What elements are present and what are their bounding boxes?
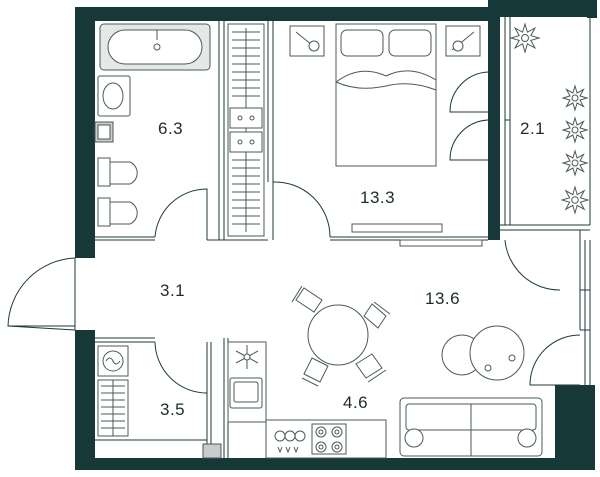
bedroom-door bbox=[272, 181, 331, 238]
plant-icon bbox=[560, 185, 590, 215]
laundry-area: 3.5 bbox=[160, 400, 185, 419]
exterior-walls bbox=[75, 0, 597, 470]
wardrobe bbox=[227, 23, 265, 237]
bathroom-fixtures bbox=[94, 23, 211, 227]
hallway-area: 3.1 bbox=[160, 281, 185, 300]
area-labels: 6.3 13.3 2.1 3.1 13.6 3.5 4.6 bbox=[158, 119, 545, 419]
dishes-icon bbox=[274, 430, 306, 454]
bathroom-door bbox=[154, 188, 208, 240]
bidet bbox=[97, 197, 111, 227]
laundry-door bbox=[154, 341, 208, 394]
bedroom-furniture bbox=[289, 23, 481, 233]
cooktop bbox=[311, 423, 347, 455]
toilet bbox=[97, 157, 111, 187]
tv-stand bbox=[399, 239, 483, 247]
plant-icon bbox=[561, 116, 589, 144]
plant-icon bbox=[509, 22, 541, 54]
dining-chair bbox=[291, 285, 323, 313]
kitchen-fixtures bbox=[227, 341, 387, 459]
balcony-plants bbox=[509, 22, 590, 215]
plant-icon bbox=[561, 84, 589, 112]
living-room-furniture bbox=[291, 239, 543, 457]
bedroom-area: 13.3 bbox=[360, 188, 395, 207]
bathroom-area: 6.3 bbox=[158, 119, 183, 138]
living-room-area: 13.6 bbox=[425, 289, 460, 308]
tv-shelf bbox=[351, 223, 443, 233]
living-balcony-door bbox=[504, 239, 561, 291]
plant-icon bbox=[561, 149, 589, 177]
kitchen-area: 4.6 bbox=[343, 393, 368, 412]
coffee-table-large bbox=[469, 325, 525, 381]
dining-chair bbox=[301, 357, 329, 387]
laundry-fixtures bbox=[95, 345, 222, 459]
doors bbox=[7, 71, 581, 394]
dining-chair bbox=[355, 353, 387, 383]
dining-table bbox=[307, 304, 369, 366]
fridge-snowflake-icon bbox=[235, 345, 259, 369]
balcony-area: 2.1 bbox=[520, 119, 545, 138]
balcony-door bbox=[449, 71, 489, 113]
dining-chair bbox=[363, 301, 391, 329]
entrance-door bbox=[7, 257, 76, 327]
